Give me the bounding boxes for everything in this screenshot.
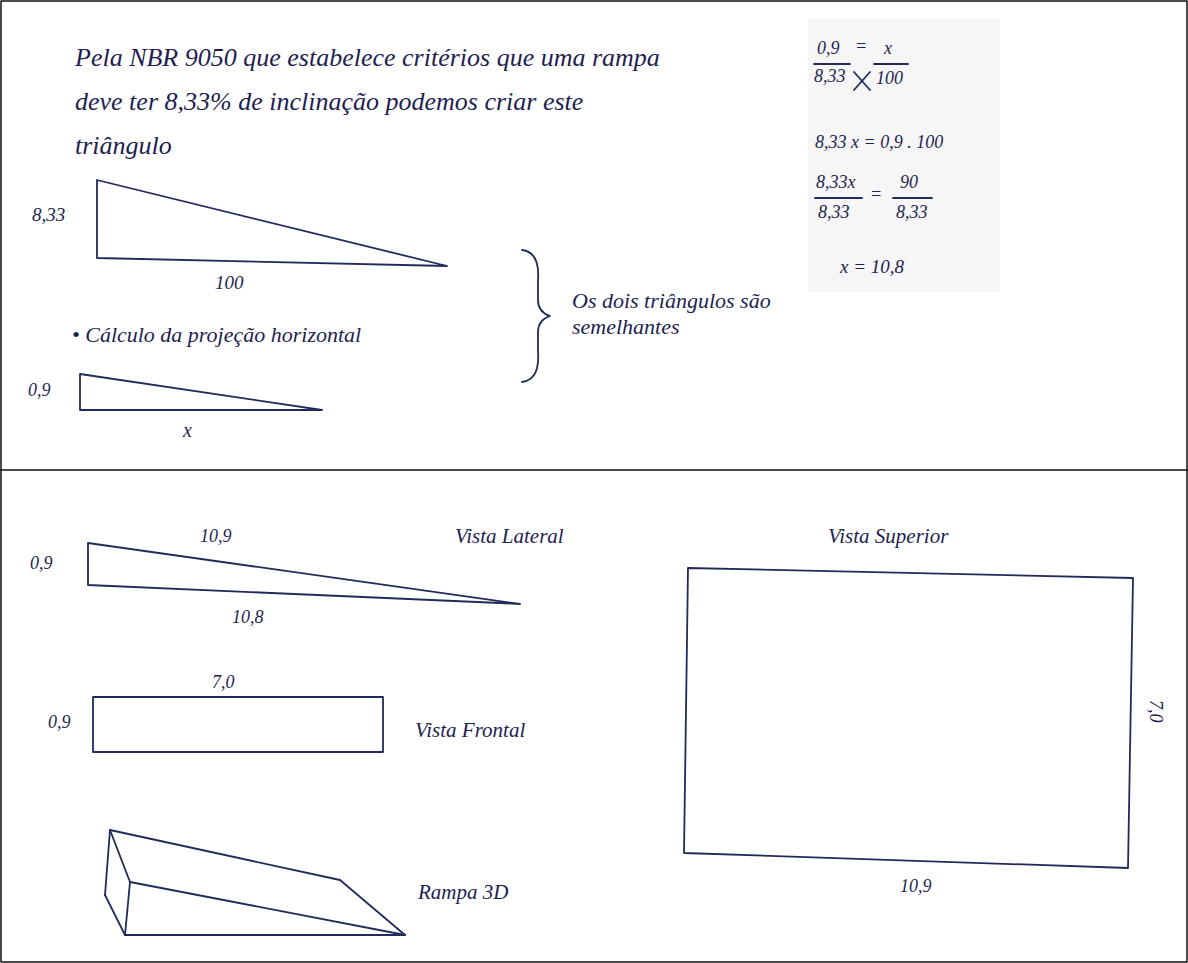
slope-triangle — [97, 180, 447, 266]
cross-mark — [854, 72, 870, 90]
dimension: x — [183, 418, 192, 442]
dimension: 10,9 — [200, 526, 232, 548]
cross-mark — [854, 72, 870, 90]
dimension: 0,9 — [28, 380, 51, 402]
fraction-bar — [893, 197, 932, 199]
view-title: Rampa 3D — [418, 880, 508, 905]
equation-term: = — [855, 36, 867, 58]
dimension: 8,33 — [32, 204, 65, 227]
view-title: Vista Frontal — [415, 718, 525, 743]
equation-term: 8,33 — [818, 202, 850, 224]
dimension: 100 — [215, 272, 244, 295]
equation-term: 8,33x — [816, 172, 856, 194]
dimension: 0,9 — [48, 712, 71, 734]
paper-shade — [808, 18, 1000, 292]
brace — [522, 250, 550, 382]
view-title: Vista Superior — [828, 524, 948, 549]
view-title: Vista Lateral — [455, 524, 564, 549]
equation-term: x — [884, 38, 892, 60]
equation-term: 90 — [900, 172, 918, 194]
dimension: 10,9 — [900, 876, 932, 898]
note-text: Os dois triângulos são semelhantes — [572, 288, 772, 341]
panel-divider — [0, 469, 1188, 471]
lateral-view — [88, 543, 520, 604]
equation-term: 100 — [876, 68, 903, 90]
top-view — [684, 568, 1133, 868]
dimension: 0,9 — [30, 553, 53, 575]
dimension: 7,0 — [212, 672, 235, 694]
equation-term: 8,33 — [896, 202, 928, 224]
equation-term: 8,33 — [814, 66, 846, 88]
equation-term: = — [870, 184, 882, 206]
dimension: 10,8 — [232, 607, 264, 629]
fraction-bar — [814, 63, 850, 65]
note-text: Pela NBR 9050 que estabelece critérios q… — [75, 36, 675, 168]
fraction-bar — [815, 197, 862, 199]
equation-line: x = 10,8 — [840, 256, 904, 279]
dimension: 7,0 — [1144, 700, 1166, 723]
equation-line: 8,33 x = 0,9 . 100 — [815, 132, 943, 154]
fraction-bar — [874, 63, 908, 65]
ramp-triangle — [80, 374, 322, 410]
frontal-view — [93, 697, 383, 752]
ramp-3d — [105, 830, 405, 935]
equation-term: 0,9 — [817, 38, 840, 60]
step-title: • Cálculo da projeção horizontal — [72, 322, 361, 348]
